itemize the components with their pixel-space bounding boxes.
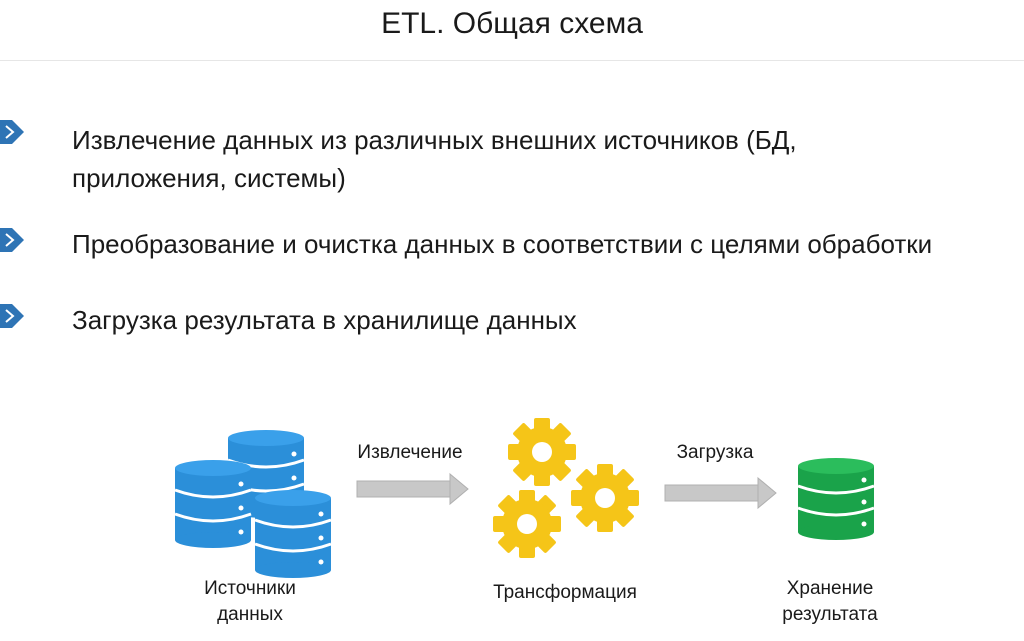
gear-icon	[571, 464, 639, 532]
database-stack-icon	[173, 428, 333, 580]
gear-icon	[508, 418, 576, 486]
extract-label: Извлечение	[357, 442, 463, 463]
chevron-bullet-icon	[0, 120, 24, 144]
database-icon	[173, 458, 253, 550]
database-icon	[253, 488, 333, 580]
transform-label: Трансформация	[493, 582, 637, 603]
chevron-bullet-icon	[0, 228, 24, 252]
load-label: Загрузка	[676, 442, 754, 463]
bullet-text-line: приложения, системы)	[72, 163, 346, 193]
sources-label-line: Источники	[204, 578, 296, 599]
gear-icon	[493, 490, 561, 558]
chevron-bullet-icon	[0, 304, 24, 328]
title-divider	[0, 60, 1024, 61]
page-title: ETL. Общая схема	[381, 7, 643, 40]
bullet-text-line: Загрузка результата в хранилище данных	[72, 305, 577, 335]
storage-label-line: результата	[782, 604, 878, 625]
database-icon	[797, 458, 875, 540]
gears-icon	[493, 418, 639, 558]
sources-label-line: данных	[217, 604, 283, 625]
storage-label-line: Хранение	[786, 578, 874, 599]
bullet-text-line: Преобразование и очистка данных в соотве…	[72, 229, 933, 259]
extract-arrow-icon	[356, 472, 469, 506]
bullet-text-line: Извлечение данных из различных внешних и…	[72, 125, 797, 155]
load-arrow-icon	[664, 476, 777, 510]
